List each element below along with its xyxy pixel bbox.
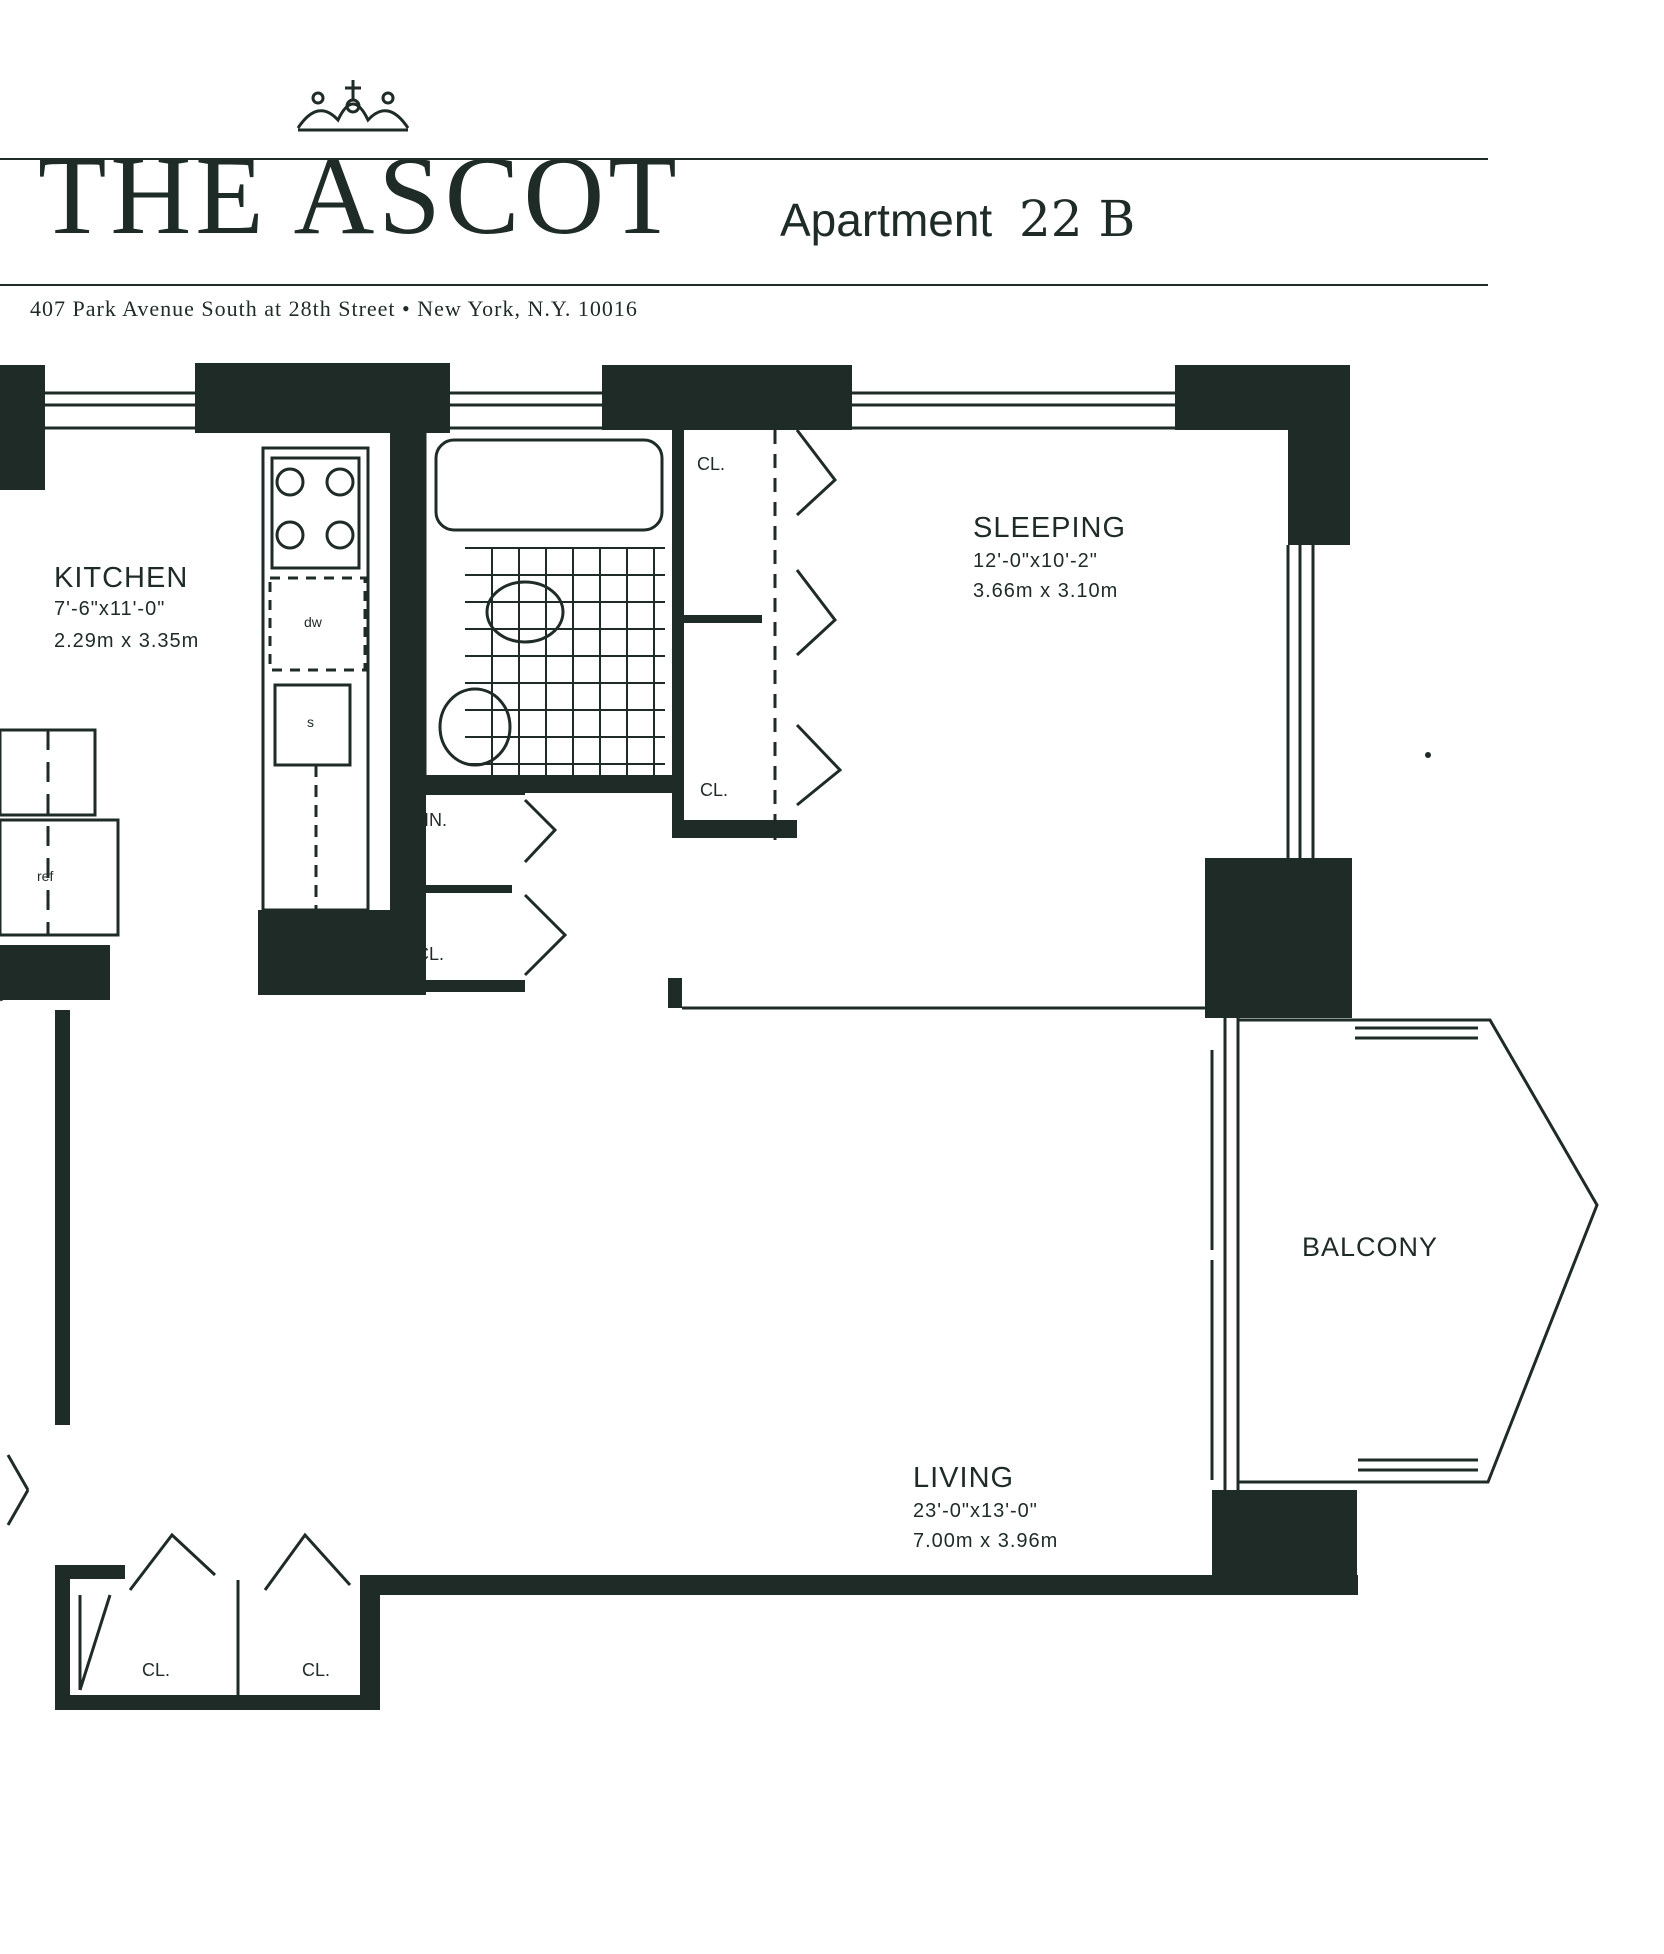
living-dim-ft: 23'-0"x13'-0"	[913, 1500, 1038, 1522]
sleeping-dim-m: 3.66m x 3.10m	[973, 580, 1119, 602]
wall-block	[195, 363, 450, 433]
wall-closet-base	[55, 1695, 380, 1710]
linen-closet-label: LIN.	[414, 810, 448, 830]
balcony-label: BALCONY	[1302, 1232, 1439, 1262]
closet-label: CL.	[142, 1660, 171, 1680]
apartment-heading: Apartment 22 B	[780, 190, 1135, 248]
closet-label: CL.	[697, 454, 726, 474]
wall-column	[1205, 858, 1352, 1018]
wall-closet-right	[360, 1575, 380, 1710]
header-top-rule	[0, 158, 1488, 160]
closet-label: CL.	[416, 944, 445, 964]
closet-label: CL.	[700, 780, 729, 800]
wall-block	[1288, 365, 1350, 545]
wall-stub	[668, 978, 682, 1008]
kitchen-dim-ft: 7'-6"x11'-0"	[54, 598, 166, 620]
address-line: 407 Park Avenue South at 28th Street • N…	[30, 296, 638, 321]
wall-closet	[672, 820, 797, 838]
kitchen-label: KITCHEN	[54, 562, 189, 594]
wall-entry	[55, 1010, 70, 1425]
living-dim-m: 7.00m x 3.96m	[913, 1530, 1059, 1552]
dishwasher-label: dw	[304, 614, 322, 630]
crown-emblem	[296, 80, 410, 132]
sink-label: s	[307, 714, 314, 730]
apartment-label: Apartment	[780, 194, 993, 246]
wall-block	[258, 910, 426, 995]
header-bottom-rule	[0, 284, 1488, 286]
apartment-number: 22 B	[1019, 190, 1136, 248]
wall-block	[602, 365, 852, 430]
closet-label: CL.	[302, 1660, 331, 1680]
wall-bottom	[378, 1575, 1358, 1595]
wall-closet	[400, 885, 512, 893]
wall-closet-left	[55, 1565, 70, 1710]
kitchen-dim-m: 2.29m x 3.35m	[54, 630, 200, 652]
wall-closet	[400, 980, 525, 992]
wall-closet	[400, 785, 525, 795]
sleeping-label: SLEEPING	[973, 512, 1127, 544]
wall-closet-top	[55, 1565, 125, 1579]
living-label: LIVING	[913, 1462, 1015, 1494]
refrigerator-label: ref	[37, 868, 54, 884]
wall-block	[0, 365, 45, 490]
wall-closet	[672, 615, 762, 623]
brand-title: THE ASCOT	[38, 134, 681, 258]
sleeping-dim-ft: 12'-0"x10'-2"	[973, 550, 1098, 572]
wall-column	[390, 430, 426, 995]
